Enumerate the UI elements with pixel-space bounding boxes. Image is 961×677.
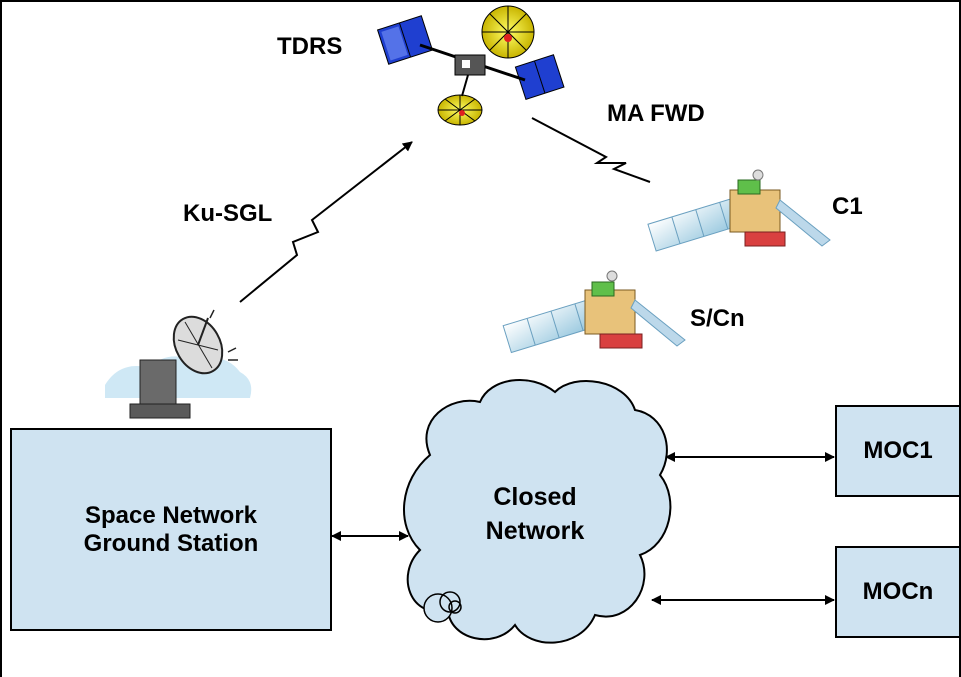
c1-label: C1 xyxy=(832,193,863,220)
cloud-line1: Closed xyxy=(493,483,577,511)
spacecraft-icon xyxy=(647,169,831,252)
moc1-box: MOC1 xyxy=(835,405,961,497)
mocn-label: MOCn xyxy=(862,578,934,605)
ground-station-line2: Ground Station xyxy=(83,529,259,557)
ku-sgl-link xyxy=(239,141,413,303)
ma-fwd-label: MA FWD xyxy=(607,100,705,127)
tdrs-satellite-icon xyxy=(376,5,565,126)
ma-fwd-link xyxy=(531,117,651,183)
cloud-line2: Network xyxy=(485,517,585,545)
closed-network-label: Closed Network xyxy=(470,480,600,548)
cloud-icon xyxy=(403,378,672,644)
ground-station-line1: Space Network xyxy=(84,501,258,529)
spacecraft-icon xyxy=(502,270,686,354)
tdrs-label: TDRS xyxy=(277,33,343,60)
ground-station-box: Space Network Ground Station xyxy=(10,428,332,631)
scn-label: S/Cn xyxy=(690,305,745,332)
moc1-label: MOC1 xyxy=(863,437,933,464)
mocn-box: MOCn xyxy=(835,546,961,638)
ku-sgl-label: Ku-SGL xyxy=(183,200,273,227)
dish-antenna-icon xyxy=(105,309,252,419)
